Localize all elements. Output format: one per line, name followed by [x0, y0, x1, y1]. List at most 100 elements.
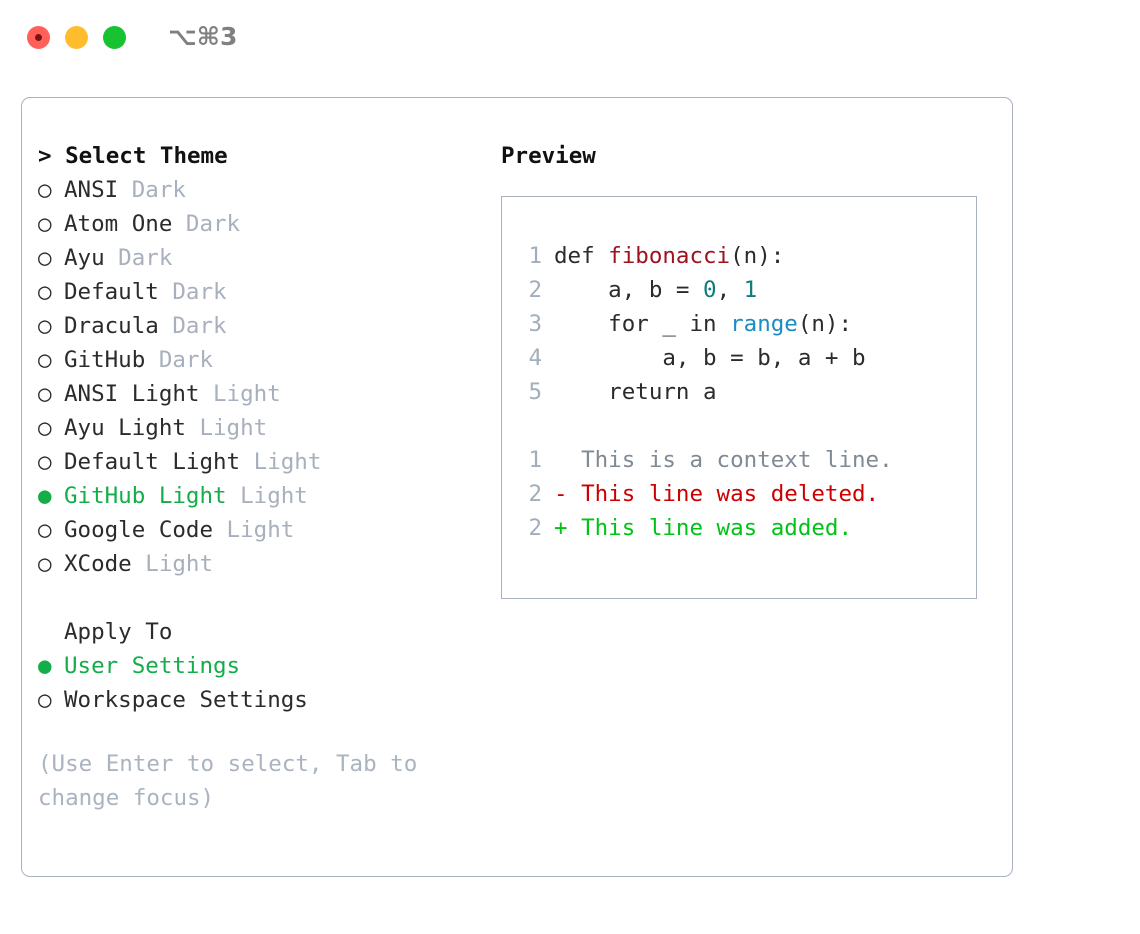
theme-option[interactable]: ○ Default Light Light [38, 445, 488, 479]
theme-option-label: Ayu [64, 245, 105, 271]
theme-option[interactable]: ○ Google Code Light [38, 513, 488, 547]
diff-text: This is a context line. [567, 447, 893, 473]
theme-option[interactable]: ● GitHub Light Light [38, 479, 488, 513]
line-number: 2 [528, 277, 542, 303]
line-number: 2 [528, 515, 542, 541]
theme-variant-badge: Light [199, 381, 281, 407]
theme-list: ○ANSI Dark○Atom One Dark○Ayu Dark○Defaul… [38, 173, 488, 581]
theme-option-label: Atom One [64, 211, 173, 237]
radio-unselected-icon: ○ [38, 551, 52, 577]
line-number: 3 [528, 311, 542, 337]
theme-option[interactable]: ○ Dracula Dark [38, 309, 488, 343]
diff-text: This line was deleted. [567, 481, 880, 507]
main-panel: > Select Theme ○ANSI Dark○Atom One Dark○… [21, 97, 1013, 877]
theme-variant-badge: Light [185, 415, 268, 441]
title-bar: ⌥⌘3 [0, 0, 1140, 78]
theme-option-label: Default [64, 279, 159, 305]
theme-option-label: XCode [64, 551, 132, 577]
code-token: (n): [730, 243, 785, 269]
theme-variant-badge: Dark [158, 279, 227, 305]
diff-line: 2 + This line was added. [514, 511, 893, 545]
select-theme-heading: > Select Theme [38, 143, 228, 169]
radio-unselected-icon: ○ [38, 687, 52, 713]
code-token: 1 [743, 277, 758, 303]
theme-variant-badge: Dark [118, 177, 186, 203]
diff-line: 1 This is a context line. [514, 443, 893, 477]
apply-to-option[interactable]: ● User Settings [38, 649, 488, 683]
code-token: range [730, 311, 798, 337]
theme-option-label: Default Light [64, 449, 241, 475]
apply-to-list: ● User Settings ○Workspace Settings [38, 649, 488, 717]
theme-variant-badge: Light [240, 449, 322, 475]
radio-unselected-icon: ○ [38, 245, 52, 271]
theme-variant-badge: Dark [145, 347, 214, 373]
theme-option-label: Google Code [64, 517, 214, 543]
code-line: 3 for _ in range(n): [514, 307, 893, 341]
diff-marker: + [554, 515, 568, 541]
theme-variant-badge: Light [131, 551, 214, 577]
theme-option[interactable]: ○ XCode Light [38, 547, 488, 581]
code-token: , [716, 277, 744, 303]
theme-option-label: Ayu Light [64, 415, 186, 441]
theme-variant-badge: Dark [172, 211, 241, 237]
close-button[interactable] [27, 26, 50, 49]
theme-option[interactable]: ○ ANSI Dark [38, 173, 488, 207]
theme-variant-badge: Dark [158, 313, 227, 339]
section-spacer [38, 581, 488, 615]
code-token: 0 [703, 277, 717, 303]
code-line: 4 a, b = b, a + b [514, 341, 893, 375]
theme-option[interactable]: ○ANSI Light Light [38, 377, 488, 411]
line-number: 4 [528, 345, 542, 371]
code-token: def [554, 243, 609, 269]
window-controls [27, 26, 126, 49]
maximize-button[interactable] [103, 26, 126, 49]
apply-to-option-label: User Settings [64, 653, 241, 679]
theme-option-label: ANSI [64, 177, 119, 203]
radio-unselected-icon: ○ [38, 211, 52, 237]
theme-option[interactable]: ○ Ayu Dark [38, 241, 488, 275]
theme-option-label: GitHub Light [64, 483, 227, 509]
code-token: for _ in [554, 311, 731, 337]
radio-unselected-icon: ○ [38, 517, 52, 543]
line-number: 2 [528, 481, 542, 507]
theme-option[interactable]: ○ Atom One Dark [38, 207, 488, 241]
radio-selected-icon: ● [38, 653, 52, 679]
code-token: a, b = [554, 277, 704, 303]
minimize-button[interactable] [65, 26, 88, 49]
theme-option-label: GitHub [64, 347, 146, 373]
radio-unselected-icon: ○ [38, 381, 52, 407]
theme-variant-badge: Light [213, 517, 295, 543]
code-blank-line [514, 409, 893, 443]
line-number: 1 [528, 447, 542, 473]
radio-selected-icon: ● [38, 483, 52, 509]
diff-line: 2- This line was deleted. [514, 477, 893, 511]
diff-marker [554, 447, 568, 473]
code-token: a, b = b, a + b [554, 345, 866, 371]
theme-option[interactable]: ○ GitHub Dark [38, 343, 488, 377]
radio-unselected-icon: ○ [38, 313, 52, 339]
theme-option-label: Dracula [64, 313, 159, 339]
radio-unselected-icon: ○ [38, 347, 52, 373]
radio-unselected-icon: ○ [38, 449, 52, 475]
line-number: 1 [528, 243, 542, 269]
apply-to-heading: Apply To [64, 619, 173, 645]
theme-variant-badge: Light [226, 483, 308, 509]
theme-option[interactable]: ○Default Dark [38, 275, 488, 309]
theme-variant-badge: Dark [104, 245, 173, 271]
diff-marker: - [554, 481, 568, 507]
code-token: return a [554, 379, 717, 405]
radio-unselected-icon: ○ [38, 177, 52, 203]
keyboard-shortcut-label: ⌥⌘3 [168, 22, 238, 51]
code-line: 5 return a [514, 375, 893, 409]
diff-text: This line was added. [567, 515, 853, 541]
apply-to-option[interactable]: ○Workspace Settings [38, 683, 488, 717]
radio-unselected-icon: ○ [38, 415, 52, 441]
theme-option[interactable]: ○ Ayu Light Light [38, 411, 488, 445]
keyboard-hint-text: (Use Enter to select, Tab to change focu… [38, 751, 431, 811]
code-token: (n): [797, 311, 853, 337]
theme-selection-column: > Select Theme ○ANSI Dark○Atom One Dark○… [38, 139, 488, 815]
preview-heading: Preview [501, 143, 596, 169]
